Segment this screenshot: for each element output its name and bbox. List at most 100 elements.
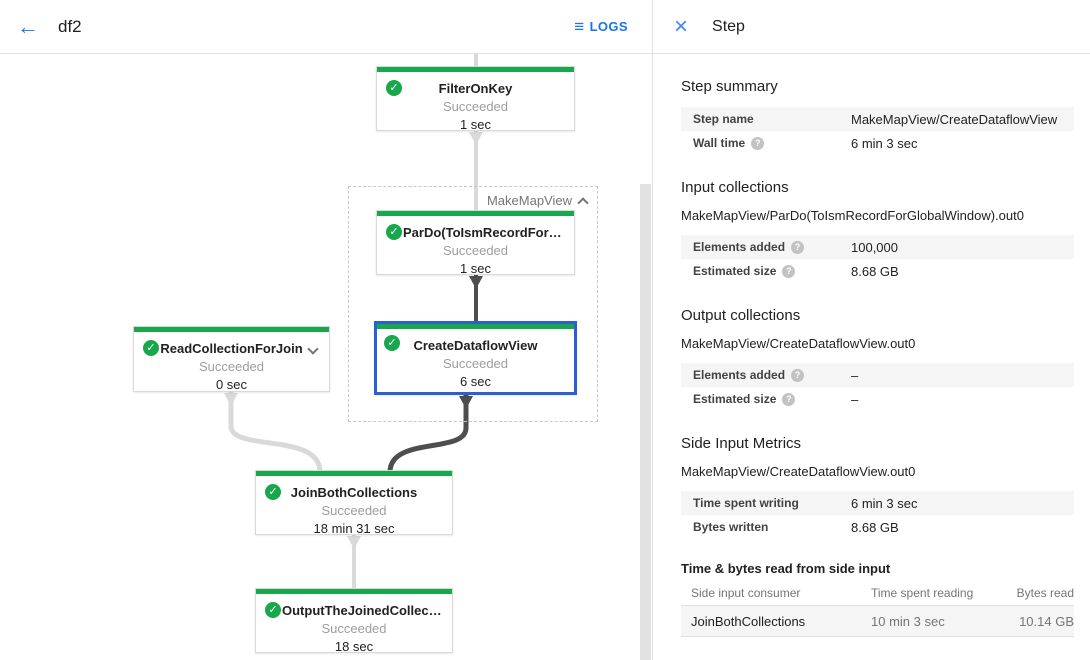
kv-label: Estimated size? bbox=[693, 264, 851, 278]
kv-value: MakeMapView/CreateDataflowView bbox=[851, 111, 1058, 127]
help-icon[interactable]: ? bbox=[782, 392, 796, 406]
node-status: Succeeded bbox=[321, 503, 387, 518]
graph-node-joinbothcollections[interactable]: ✓ JoinBothCollections Succeeded 18 min 3… bbox=[255, 470, 453, 536]
group-label-text: MakeMapView bbox=[486, 193, 572, 208]
side-input-table-heading: Time & bytes read from side input bbox=[681, 561, 891, 576]
time-spent-reading-cell: 10 min 3 sec bbox=[871, 613, 945, 629]
node-title: ReadCollectionForJoin bbox=[160, 341, 303, 356]
success-check-icon: ✓ bbox=[386, 80, 402, 96]
kv-row-time-spent-writing: Time spent writing 6 min 3 sec bbox=[681, 491, 1074, 515]
kv-label: Estimated size? bbox=[693, 392, 851, 406]
chevron-up-icon bbox=[577, 196, 589, 209]
logs-button-label: LOGS bbox=[589, 19, 628, 34]
help-icon[interactable]: ? bbox=[751, 136, 765, 150]
node-title: ParDo(ToIsmRecordFor… bbox=[403, 225, 562, 240]
side-input-collection-name: MakeMapView/CreateDataflowView.out0 bbox=[681, 464, 916, 479]
success-check-icon: ✓ bbox=[386, 224, 402, 240]
side-input-table: Side input consumer Time spent reading B… bbox=[681, 580, 1074, 637]
transform-group-makemapview: MakeMapView bbox=[348, 186, 598, 422]
graph-node-outputthejoinedcollection[interactable]: ✓ OutputTheJoinedCollec… Succeeded 18 se… bbox=[255, 588, 453, 654]
table-header-row: Side input consumer Time spent reading B… bbox=[681, 580, 1074, 606]
status-bar bbox=[256, 471, 452, 476]
node-status: Succeeded bbox=[321, 621, 387, 636]
node-status: Succeeded bbox=[442, 243, 509, 258]
kv-row-wall-time: Wall time? 6 min 3 sec bbox=[681, 131, 1074, 155]
kv-row-step-name: Step name MakeMapView/CreateDataflowView bbox=[681, 107, 1074, 131]
node-status: Succeeded bbox=[442, 356, 509, 371]
job-title: df2 bbox=[58, 16, 82, 36]
kv-value: 8.68 GB bbox=[851, 263, 899, 279]
graph-node-filteronkey[interactable]: ✓ FilterOnKey Succeeded 1 sec bbox=[376, 66, 575, 132]
kv-value: 100,000 bbox=[851, 239, 898, 255]
panel-title: Step bbox=[712, 17, 745, 35]
node-title: JoinBothCollections bbox=[290, 485, 418, 500]
input-collection-name: MakeMapView/ParDo(ToIsmRecordForGlobalWi… bbox=[681, 208, 1024, 223]
expand-node-control[interactable] bbox=[307, 343, 319, 361]
node-title: FilterOnKey bbox=[438, 81, 513, 96]
status-bar bbox=[377, 67, 574, 72]
kv-label: Elements added? bbox=[693, 240, 851, 254]
kv-value: 8.68 GB bbox=[851, 519, 899, 535]
node-status: Succeeded bbox=[198, 359, 265, 374]
column-header: Side input consumer bbox=[691, 585, 801, 600]
kv-row-bytes-written: Bytes written 8.68 GB bbox=[681, 515, 1074, 539]
kv-label: Elements added? bbox=[693, 368, 851, 382]
output-collection-name: MakeMapView/CreateDataflowView.out0 bbox=[681, 336, 916, 351]
kv-value: – bbox=[851, 391, 859, 407]
help-icon[interactable]: ? bbox=[791, 368, 805, 382]
kv-label: Bytes written bbox=[693, 520, 769, 534]
kv-row-elements-added: Elements added? 100,000 bbox=[681, 235, 1074, 259]
kv-value: 6 min 3 sec bbox=[851, 495, 918, 511]
kv-label: Step name bbox=[693, 112, 754, 126]
side-input-consumer-cell: JoinBothCollections bbox=[691, 613, 806, 629]
kv-row-elements-added: Elements added? – bbox=[681, 363, 1074, 387]
status-bar bbox=[377, 324, 574, 329]
status-bar bbox=[377, 211, 574, 216]
graph-node-pardo-toismrecord[interactable]: ✓ ParDo(ToIsmRecordFor… Succeeded 1 sec bbox=[376, 210, 575, 276]
kv-row-estimated-size: Estimated size? 8.68 GB bbox=[681, 259, 1074, 283]
node-time: 1 sec bbox=[459, 117, 492, 132]
node-title: CreateDataflowView bbox=[413, 338, 538, 353]
success-check-icon: ✓ bbox=[265, 602, 281, 618]
graph-edges bbox=[224, 54, 483, 590]
graph-node-createdataflowview[interactable]: ✓ CreateDataflowView Succeeded 6 sec bbox=[374, 321, 577, 395]
logs-button[interactable]: ≡ LOGS bbox=[574, 16, 628, 36]
status-bar bbox=[256, 589, 452, 594]
bytes-read-cell: 10.14 GB bbox=[1019, 613, 1074, 629]
top-bar: ← df2 ≡ LOGS bbox=[0, 0, 652, 54]
graph-vertical-scrollbar[interactable] bbox=[640, 184, 651, 660]
kv-value: – bbox=[851, 367, 859, 383]
side-input-metrics-heading: Side Input Metrics bbox=[681, 435, 802, 452]
panel-body: Step summary Step name MakeMapView/Creat… bbox=[653, 78, 1090, 637]
kv-label: Time spent writing bbox=[693, 496, 799, 510]
chevron-down-icon bbox=[307, 343, 319, 355]
column-header: Bytes read bbox=[1016, 585, 1074, 600]
job-graph-canvas[interactable]: MakeMapView ✓ FilterOnKey Succeeded 1 se… bbox=[0, 54, 652, 660]
node-time: 18 min 31 sec bbox=[313, 521, 395, 536]
success-check-icon: ✓ bbox=[265, 484, 281, 500]
group-collapse-control[interactable]: MakeMapView bbox=[486, 193, 589, 209]
node-status: Succeeded bbox=[442, 99, 509, 114]
panel-header: × Step bbox=[653, 0, 1090, 54]
node-time: 0 sec bbox=[215, 377, 248, 392]
help-icon[interactable]: ? bbox=[791, 240, 805, 254]
input-collections-heading: Input collections bbox=[681, 179, 789, 196]
help-icon[interactable]: ? bbox=[782, 264, 796, 278]
step-details-panel: × Step Step summary Step name MakeMapVie… bbox=[652, 0, 1090, 660]
logs-list-icon: ≡ bbox=[574, 16, 585, 36]
back-arrow-icon[interactable]: ← bbox=[17, 13, 39, 39]
node-time: 1 sec bbox=[459, 261, 492, 276]
success-check-icon: ✓ bbox=[143, 340, 159, 356]
table-row: JoinBothCollections 10 min 3 sec 10.14 G… bbox=[681, 606, 1074, 637]
kv-label: Wall time? bbox=[693, 136, 851, 150]
node-time: 6 sec bbox=[459, 374, 492, 389]
node-time: 18 sec bbox=[334, 639, 374, 654]
node-title: OutputTheJoinedCollec… bbox=[282, 603, 442, 618]
column-header: Time spent reading bbox=[871, 585, 974, 600]
output-collections-heading: Output collections bbox=[681, 307, 801, 324]
kv-row-estimated-size: Estimated size? – bbox=[681, 387, 1074, 411]
success-check-icon: ✓ bbox=[384, 335, 400, 351]
graph-node-readcollectionforjoin[interactable]: ✓ ReadCollectionForJoin Succeeded 0 sec bbox=[133, 326, 330, 392]
close-icon[interactable]: × bbox=[674, 12, 689, 40]
